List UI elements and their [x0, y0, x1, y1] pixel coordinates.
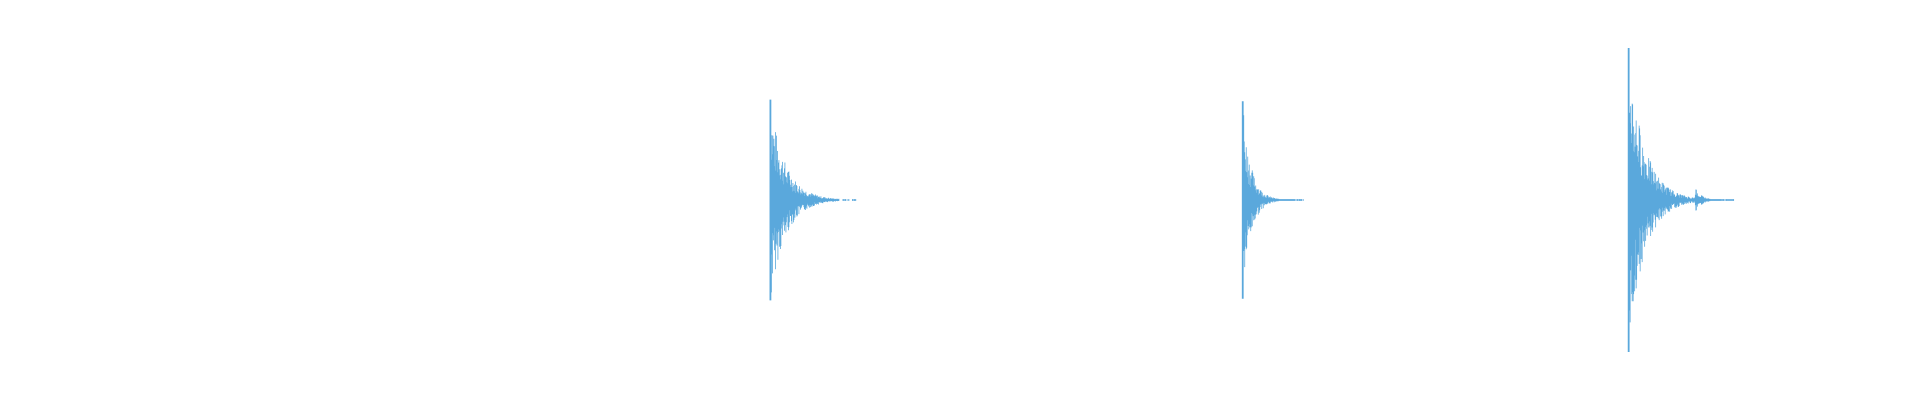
waveform-transient-hit-3	[1627, 48, 1735, 352]
waveform-transient-hit-2	[1241, 101, 1306, 299]
waveform-transient-hit-1	[769, 99, 857, 301]
waveform-track	[769, 48, 1735, 352]
